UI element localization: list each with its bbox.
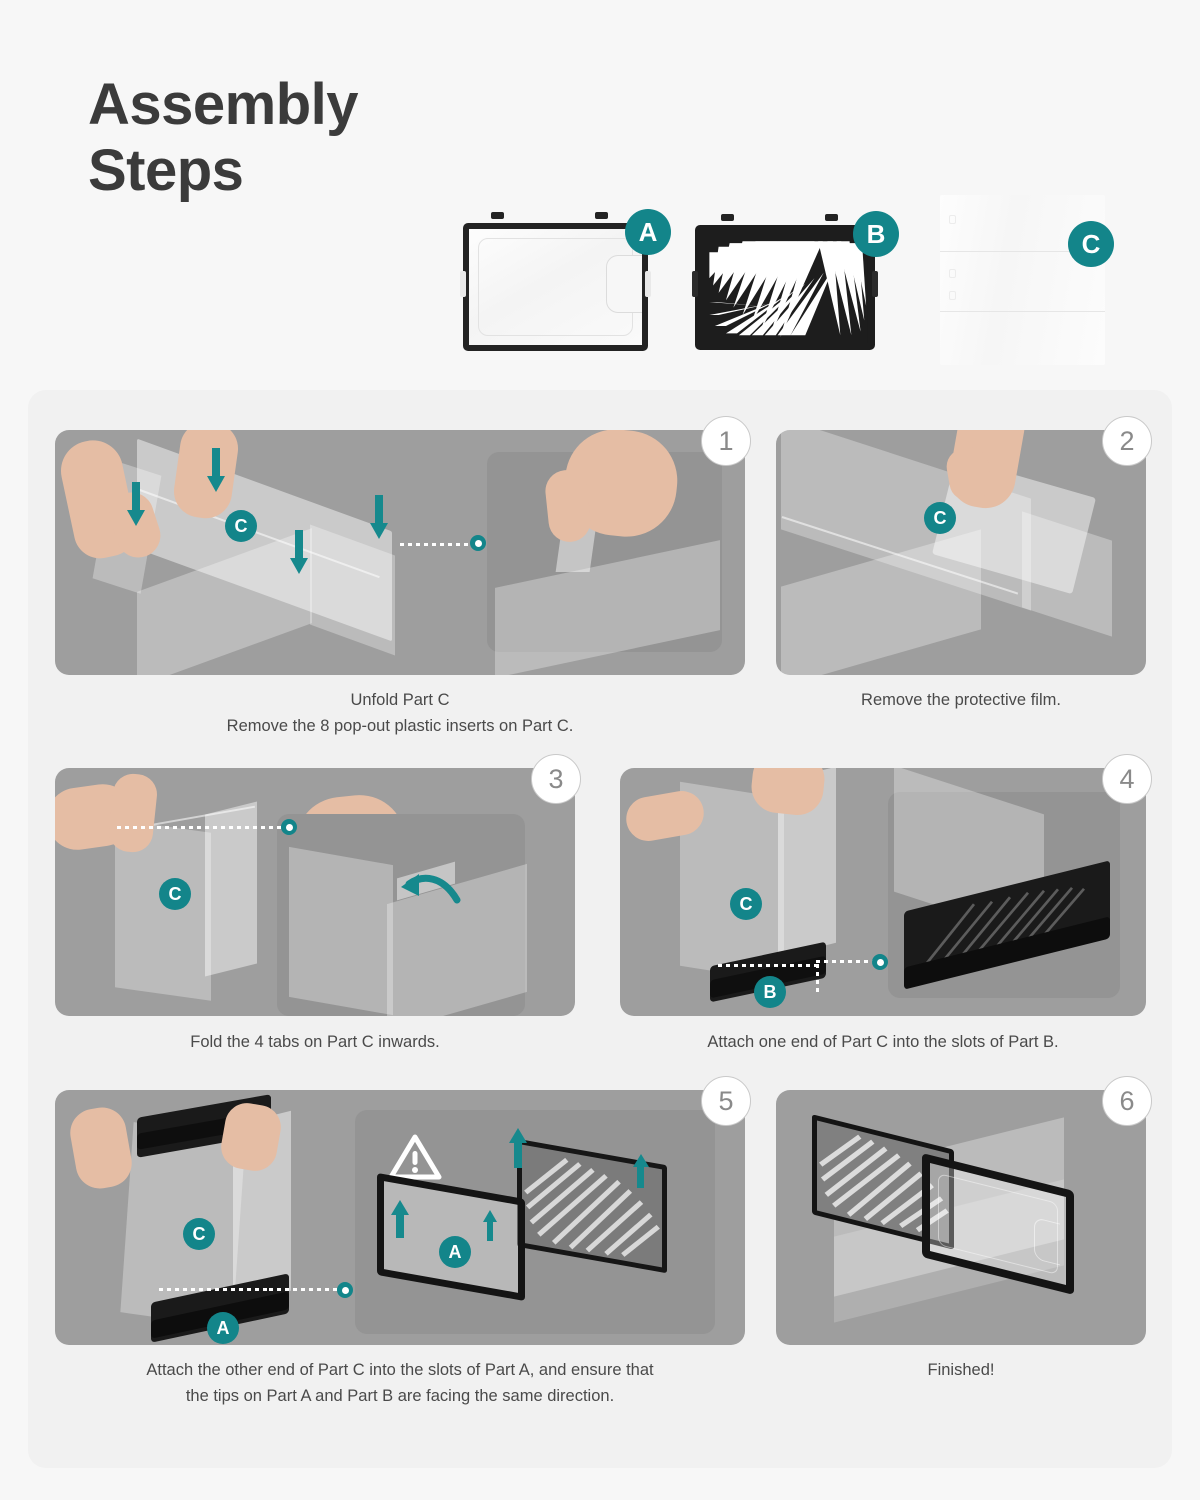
step-6-door-handle-icon xyxy=(1034,1216,1060,1266)
step-3-arrow-curve-left-icon xyxy=(401,874,461,904)
step-5-callout-line xyxy=(159,1288,269,1291)
step-1-inset-surface xyxy=(495,540,720,675)
step-5-callout-line-2 xyxy=(269,1288,339,1291)
step-1-callout-dot-icon xyxy=(470,535,486,551)
step-6-image xyxy=(776,1090,1146,1345)
step-4-number: 4 xyxy=(1102,754,1152,804)
step-6-caption-line-1: Finished! xyxy=(927,1361,995,1379)
steps-grid: C 1 Unfold Part C Remove the 8 pop-out p… xyxy=(28,390,1172,1468)
step-3-callout-line xyxy=(117,826,285,829)
step-3-inset-panel xyxy=(289,846,393,1016)
step-4-callout-line-h xyxy=(718,964,818,967)
part-a-tab-right-icon xyxy=(595,212,608,219)
assembly-steps-card: C 1 Unfold Part C Remove the 8 pop-out p… xyxy=(28,390,1172,1468)
step-5-caption-line-1: Attach the other end of Part C into the … xyxy=(146,1361,654,1379)
part-b-slat-pattern-icon xyxy=(702,232,868,343)
step-1-callout-line xyxy=(400,543,475,546)
step-2-caption: Remove the protective film. xyxy=(776,688,1146,714)
parts-legend: A xyxy=(455,195,1145,370)
step-5-number: 5 xyxy=(701,1076,751,1126)
step-5-badge-a-inset: A xyxy=(439,1236,471,1268)
step-1-caption-line-1: Unfold Part C xyxy=(350,691,450,709)
step-3-number: 3 xyxy=(531,754,581,804)
part-b-illustration: B xyxy=(692,211,899,350)
step-1-image: C xyxy=(55,430,745,675)
part-a-illustration: A xyxy=(460,209,671,351)
part-b-tab-left-icon xyxy=(721,214,734,221)
step-6-caption: Finished! xyxy=(776,1358,1146,1384)
step-3: C 3 Fold the 4 tabs on Part C inwards. xyxy=(55,754,581,1078)
step-5-inset-partb-panel xyxy=(517,1138,667,1274)
step-2-badge-c: C xyxy=(924,502,956,534)
step-6-slat-pattern-icon xyxy=(819,1134,949,1233)
step-6-partb-panel xyxy=(812,1114,954,1250)
step-4-callout-line-h2 xyxy=(816,960,878,963)
part-a-handle-icon xyxy=(606,255,642,313)
step-4-badge-c: C xyxy=(730,888,762,920)
page-title-line-1: Assembly xyxy=(88,72,359,137)
page-title-line-2: Steps xyxy=(88,138,244,204)
step-4-badge-b: B xyxy=(754,976,786,1008)
part-c-notch-1-icon xyxy=(949,215,956,224)
step-5-image: C A xyxy=(55,1090,745,1345)
part-c-sheet xyxy=(940,195,1105,365)
step-2: C 2 Remove the protective film. xyxy=(776,416,1152,750)
step-2-number: 2 xyxy=(1102,416,1152,466)
part-c-notch-3-icon xyxy=(949,291,956,300)
step-4-caption: Attach one end of Part C into the slots … xyxy=(620,1030,1146,1056)
part-a-side-tab-left-icon xyxy=(460,271,466,297)
part-b-frame xyxy=(695,225,875,350)
step-4-image: C B xyxy=(620,768,1146,1016)
part-c-fold-line-lower xyxy=(940,311,1105,312)
step-5-caption-line-2: the tips on Part A and Part B are facing… xyxy=(185,1386,615,1405)
part-label-c: C xyxy=(1068,221,1114,267)
part-b-side-tab-left-icon xyxy=(692,271,698,297)
step-3-badge-c: C xyxy=(159,878,191,910)
step-2-caption-line-1: Remove the protective film. xyxy=(861,691,1061,709)
part-a-side-tab-right-icon xyxy=(645,271,651,297)
step-4-callout-dot-icon xyxy=(872,954,888,970)
step-3-caption-line-1: Fold the 4 tabs on Part C inwards. xyxy=(190,1033,440,1051)
step-4-inset xyxy=(888,768,1120,998)
step-5-callout-dot-icon xyxy=(337,1282,353,1298)
step-5-badge-a-left: A xyxy=(207,1312,239,1344)
step-4-callout-line-v xyxy=(816,964,819,994)
step-1-inset xyxy=(487,430,722,675)
step-5-inset-slat-pattern-icon xyxy=(524,1157,660,1257)
part-a-tab-left-icon xyxy=(491,212,504,219)
part-c-illustration: C xyxy=(940,195,1114,365)
step-5-hand-left xyxy=(66,1103,136,1193)
step-1-number: 1 xyxy=(701,416,751,466)
part-label-a: A xyxy=(625,209,671,255)
step-3-inset xyxy=(277,814,527,1016)
step-1: C 1 Unfold Part C Remove the 8 pop-out p… xyxy=(55,416,751,750)
step-5-badge-c: C xyxy=(183,1218,215,1250)
step-1-caption: Unfold Part C Remove the 8 pop-out plast… xyxy=(55,688,745,739)
part-b-side-tab-right-icon xyxy=(872,271,878,297)
step-2-box-side xyxy=(1022,511,1112,637)
part-c-fold-line-upper xyxy=(940,251,1105,252)
step-1-badge-c: C xyxy=(225,510,257,542)
step-1-caption-line-2: Remove the 8 pop-out plastic inserts on … xyxy=(226,716,574,735)
step-3-image: C xyxy=(55,768,575,1016)
step-2-image: C xyxy=(776,430,1146,675)
step-5: C A xyxy=(55,1076,751,1430)
part-c-notch-2-icon xyxy=(949,269,956,278)
step-5-warning-triangle-icon xyxy=(388,1134,442,1180)
step-3-caption: Fold the 4 tabs on Part C inwards. xyxy=(55,1030,575,1056)
page-title: Assembly Steps xyxy=(88,72,508,204)
step-6: 6 Finished! xyxy=(776,1076,1152,1430)
part-label-b: B xyxy=(853,211,899,257)
step-4-caption-line-1: Attach one end of Part C into the slots … xyxy=(707,1033,1059,1051)
step-6-number: 6 xyxy=(1102,1076,1152,1126)
step-5-inset: A xyxy=(355,1110,715,1334)
step-3-callout-dot-icon xyxy=(281,819,297,835)
part-b-tab-right-icon xyxy=(825,214,838,221)
step-5-caption: Attach the other end of Part C into the … xyxy=(55,1358,745,1409)
step-4: C B xyxy=(620,754,1152,1078)
